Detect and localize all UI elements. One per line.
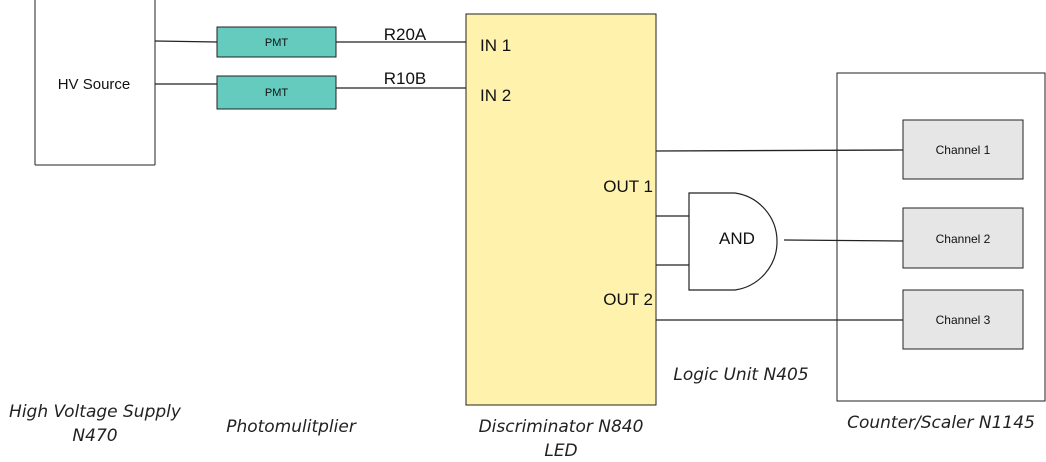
and-gate-label: AND xyxy=(719,229,755,248)
hv-source-label: HV Source xyxy=(58,76,131,93)
pmt-2: PMT xyxy=(216,75,337,110)
wire-out1-channel1 xyxy=(655,149,904,152)
hv-source-box: HV Source xyxy=(34,0,156,166)
channel-1-label: Channel 1 xyxy=(936,143,991,157)
pmt-1: PMT xyxy=(216,26,337,58)
channel-3-label: Channel 3 xyxy=(936,313,991,327)
output-label-out1: OUT 1 xyxy=(603,177,653,196)
pmt-1-label: PMT xyxy=(265,37,289,49)
caption-discriminator-line2: LED xyxy=(544,441,577,461)
signal-label-r20a: R20A xyxy=(384,25,427,44)
wire-and-channel2 xyxy=(783,239,904,242)
caption-logic-unit: Logic Unit N405 xyxy=(673,365,808,385)
caption-hv-supply-line2: N470 xyxy=(72,426,117,446)
channel-2-label: Channel 2 xyxy=(936,232,991,246)
input-label-in1: IN 1 xyxy=(480,36,511,55)
caption-discriminator-line1: Discriminator N840 xyxy=(479,417,644,437)
and-gate: AND xyxy=(688,192,778,291)
wire-hv-pmt-1 xyxy=(154,40,218,43)
caption-hv-supply-line1: High Voltage Supply xyxy=(9,402,182,422)
pmt-2-label: PMT xyxy=(265,87,289,99)
input-label-in2: IN 2 xyxy=(480,86,511,105)
discriminator-box: IN 1 IN 2 OUT 1 OUT 2 xyxy=(465,13,657,406)
channel-3: Channel 3 xyxy=(902,289,1024,350)
channel-2: Channel 2 xyxy=(902,207,1024,269)
output-label-out2: OUT 2 xyxy=(603,290,653,309)
channel-1: Channel 1 xyxy=(902,119,1024,180)
caption-counter-scaler: Counter/Scaler N1145 xyxy=(847,413,1035,433)
signal-label-r10b: R10B xyxy=(384,69,427,88)
caption-photomultiplier: Photomulitplier xyxy=(226,417,357,437)
